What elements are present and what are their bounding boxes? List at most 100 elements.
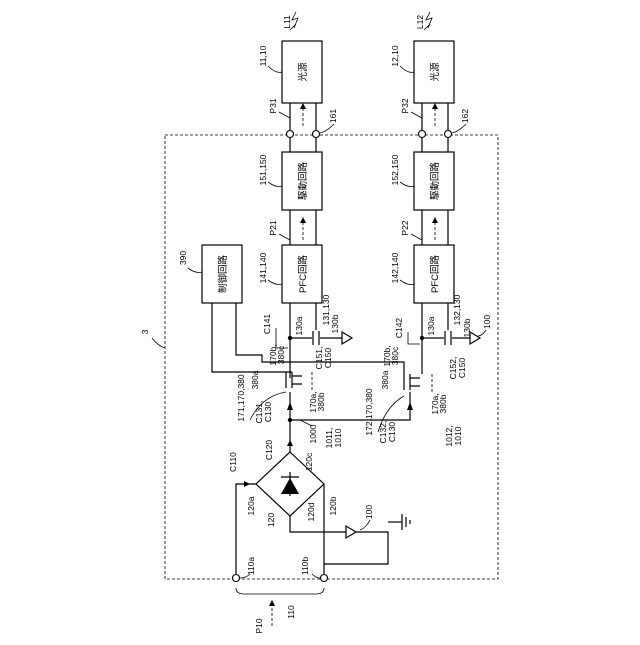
label-n1000: 1000 bbox=[308, 424, 318, 443]
capacitor-132 bbox=[445, 331, 451, 345]
label-P31: P31 bbox=[268, 98, 278, 113]
drive-circuit-2: 駆動回路 bbox=[414, 152, 454, 210]
terminal-110a bbox=[233, 575, 240, 582]
label-130a-1: 130a bbox=[294, 316, 304, 335]
terminal-162a bbox=[419, 131, 426, 138]
label-L12: L12 bbox=[415, 15, 425, 29]
leader-gnd100-bottom bbox=[360, 520, 370, 530]
label-130b-2: 130b bbox=[462, 318, 472, 337]
leader-r110b bbox=[312, 574, 320, 578]
control-circuit-label: 制御回路 bbox=[217, 255, 229, 294]
label-C150-1: C150 bbox=[323, 348, 333, 369]
label-P32: P32 bbox=[400, 98, 410, 113]
label-C141: C141 bbox=[262, 314, 272, 335]
label-n1010-2: 1010 bbox=[453, 426, 463, 445]
leader-pfc1 bbox=[268, 280, 282, 285]
ground-return bbox=[324, 532, 388, 564]
label-P22: P22 bbox=[400, 220, 410, 235]
label-C110: C110 bbox=[228, 452, 238, 472]
earth-ground-icon bbox=[388, 514, 410, 530]
ground-line bbox=[290, 516, 346, 532]
ground-arrow-3 bbox=[346, 526, 356, 538]
light-emission-icon-2 bbox=[424, 12, 432, 30]
label-L11: L11 bbox=[282, 15, 292, 29]
label-sw171: 171,170,380 bbox=[236, 374, 246, 422]
label-C130-1: C130 bbox=[263, 402, 273, 423]
label-r120c: 120c bbox=[304, 452, 314, 471]
leader-P32 bbox=[411, 112, 422, 118]
label-380c-2: 380c bbox=[390, 346, 400, 365]
leader-pfc2 bbox=[400, 280, 414, 285]
label-drv2-ref: 152,150 bbox=[390, 154, 400, 185]
label-C142: C142 bbox=[394, 318, 404, 339]
label-380b-1: 380b bbox=[316, 392, 326, 411]
pfc-circuit-2-label: PFC回路 bbox=[429, 255, 441, 294]
label-gnd100-top: 100 bbox=[482, 315, 492, 329]
label-ctrl-ref: 390 bbox=[178, 251, 188, 265]
leader-162 bbox=[452, 124, 466, 133]
light-source-1-label: 光源 bbox=[297, 62, 309, 82]
pfc-circuit-2: PFC回路 bbox=[414, 245, 454, 303]
terminal-161b bbox=[313, 131, 320, 138]
leader-P22 bbox=[411, 234, 422, 240]
terminal-161a bbox=[287, 131, 294, 138]
leader-src2 bbox=[400, 66, 414, 72]
leader-P31 bbox=[279, 112, 290, 118]
leader-drv1 bbox=[268, 182, 282, 187]
label-380a-2: 380a bbox=[380, 370, 390, 389]
leader-drv2 bbox=[400, 182, 414, 187]
leader-src1 bbox=[268, 66, 282, 72]
label-drv1-ref: 151,150 bbox=[258, 154, 268, 185]
leader-P21 bbox=[279, 234, 290, 240]
label-pfc2-ref: 142,140 bbox=[390, 252, 400, 283]
label-162: 162 bbox=[460, 109, 470, 123]
pfc-circuit-1: PFC回路 bbox=[282, 245, 322, 303]
label-cap132: 132,130 bbox=[452, 294, 462, 325]
label-n1010-1: 1010 bbox=[333, 428, 343, 447]
wire-term-drv1 bbox=[290, 138, 316, 152]
label-380b-2: 380b bbox=[438, 394, 448, 413]
terminal-110b bbox=[321, 575, 328, 582]
label-gnd100-bottom: 100 bbox=[364, 505, 374, 519]
light-source-1: 光源 bbox=[282, 41, 322, 103]
label-src1-ref: 11,10 bbox=[258, 45, 268, 66]
leader-n1000 bbox=[300, 420, 312, 426]
label-C120: C120 bbox=[264, 440, 274, 461]
ground-arrow-1 bbox=[342, 332, 352, 344]
pfc-circuit-1-label: PFC回路 bbox=[297, 255, 309, 294]
leader-161 bbox=[320, 124, 334, 133]
label-r120a: 120a bbox=[246, 496, 256, 515]
drive-circuit-1: 駆動回路 bbox=[282, 152, 322, 210]
drive-circuit-1-label: 駆動回路 bbox=[297, 162, 309, 201]
input-bracket-110 bbox=[236, 588, 324, 594]
drive-circuit-2-label: 駆動回路 bbox=[429, 162, 441, 201]
label-130a-2: 130a bbox=[426, 316, 436, 335]
label-C150-2: C150 bbox=[457, 358, 467, 379]
wire-term-drv2 bbox=[422, 138, 448, 152]
label-pfc1-ref: 141,140 bbox=[258, 252, 268, 283]
label-src2-ref: 12,10 bbox=[390, 45, 400, 67]
label-ref3: 3 bbox=[140, 329, 150, 334]
label-sw172: 172,170,380 bbox=[364, 388, 374, 436]
label-r110b: 110b bbox=[300, 557, 310, 576]
label-380a-1: 380a bbox=[250, 370, 260, 389]
light-source-2-label: 光源 bbox=[429, 62, 441, 82]
control-circuit: 制御回路 bbox=[202, 245, 242, 303]
leader-gnd100-top bbox=[478, 330, 486, 336]
label-r110a: 110a bbox=[246, 557, 256, 576]
label-P21: P21 bbox=[268, 220, 278, 235]
leader-ref3 bbox=[152, 338, 165, 348]
label-161: 161 bbox=[328, 109, 338, 123]
label-r110: 110 bbox=[286, 605, 296, 619]
leader-C142 bbox=[408, 332, 420, 344]
light-source-2: 光源 bbox=[414, 41, 454, 103]
switch-172[interactable] bbox=[404, 374, 432, 392]
terminal-162b bbox=[445, 131, 452, 138]
label-380c-1: 380c bbox=[276, 345, 286, 364]
label-C130-2: C130 bbox=[387, 422, 397, 443]
label-r120d: 120d bbox=[306, 502, 316, 521]
label-P10: P10 bbox=[254, 618, 264, 633]
label-r120: 120 bbox=[266, 513, 276, 527]
